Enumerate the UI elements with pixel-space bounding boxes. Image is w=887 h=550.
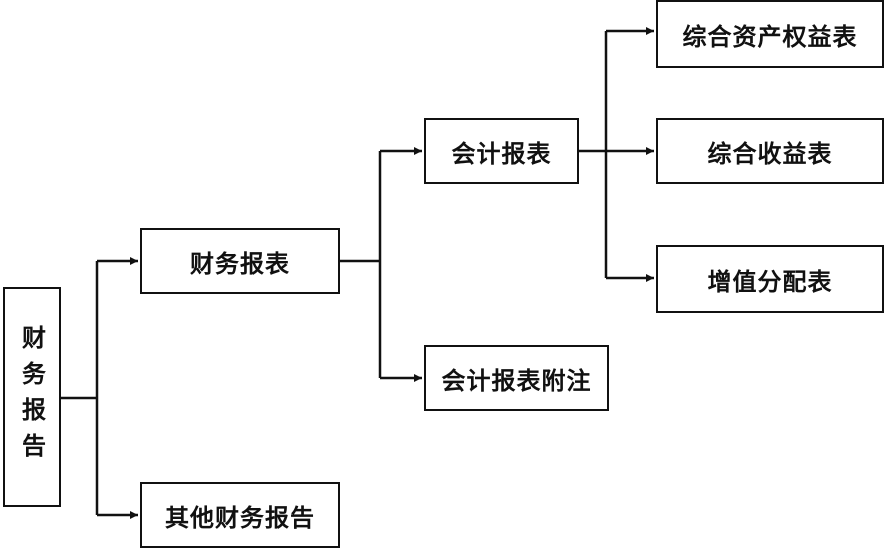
node-accounting-statements: 会计报表: [424, 118, 579, 184]
node-financial-report: 财务报告: [3, 287, 61, 507]
node-value-added-statement-label: 增值分配表: [707, 267, 833, 296]
node-accounting-statements-label: 会计报表: [451, 139, 552, 168]
node-financial-statements: 财务报表: [140, 228, 340, 294]
node-financial-report-label: 财务报告: [17, 325, 46, 469]
node-equity-statement: 综合资产权益表: [656, 0, 884, 68]
node-financial-statements-label: 财务报表: [190, 249, 290, 278]
node-income-statement-label: 综合收益表: [707, 139, 833, 168]
node-statement-notes-label: 会计报表附注: [441, 366, 592, 395]
node-other-financial-reports-label: 其他财务报告: [165, 503, 315, 532]
node-other-financial-reports: 其他财务报告: [140, 482, 340, 548]
node-equity-statement-label: 综合资产权益表: [682, 22, 858, 51]
node-statement-notes: 会计报表附注: [424, 345, 609, 411]
node-value-added-statement: 增值分配表: [656, 245, 884, 313]
node-income-statement: 综合收益表: [656, 118, 884, 184]
